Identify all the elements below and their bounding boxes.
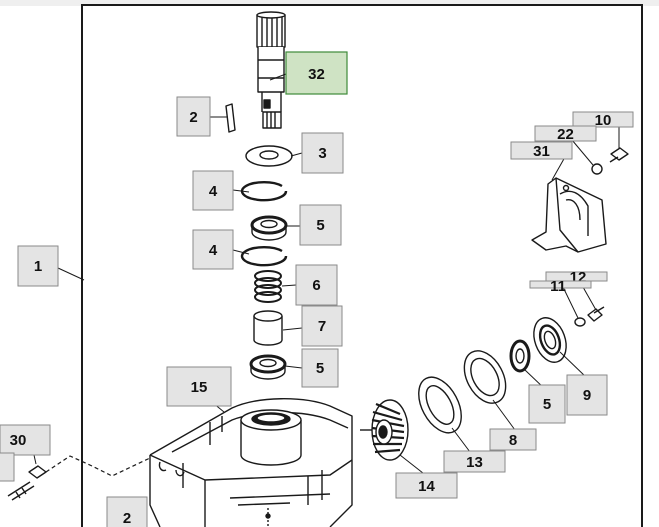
key-part — [225, 103, 236, 133]
callout-5-upper-label: 5 — [316, 217, 324, 234]
callout-2-bottom-label: 2 — [123, 510, 131, 527]
callout-8[interactable]: 8 — [489, 428, 537, 451]
callout-30-label: 30 — [10, 432, 27, 449]
callout-13[interactable]: 13 — [443, 450, 506, 473]
callout-30[interactable]: 30 — [0, 424, 51, 456]
washer-part — [245, 145, 293, 167]
shim-part — [463, 350, 507, 404]
snap-ring-lower — [240, 246, 288, 267]
callout-22[interactable]: 22 — [534, 125, 597, 143]
parts-drawing — [7, 11, 629, 527]
callout-2-label: 2 — [189, 109, 197, 126]
callout-9-label: 9 — [583, 387, 591, 404]
callout-3[interactable]: 3 — [301, 132, 344, 174]
callout-5-right[interactable]: 5 — [528, 384, 566, 424]
callout-10-label: 10 — [595, 112, 612, 129]
callout-7-label: 7 — [318, 318, 326, 335]
cap-part — [533, 317, 567, 363]
gear-housing — [149, 398, 353, 527]
callout-32[interactable]: 32 — [285, 51, 348, 95]
leader-lines — [33, 73, 620, 478]
callout-31-label: 31 — [533, 143, 550, 160]
callout-3-label: 3 — [318, 145, 326, 162]
callout-1[interactable]: 1 — [17, 245, 59, 287]
callout-5-right-label: 5 — [543, 396, 551, 413]
bevel-gear — [360, 399, 409, 461]
callout-11-label: 11 — [550, 278, 566, 295]
callout-1-label: 1 — [34, 258, 42, 275]
spacer-part — [253, 310, 283, 346]
callout-4-lower-label: 4 — [209, 242, 218, 259]
callout-15-label: 15 — [191, 379, 208, 396]
callout-31[interactable]: 31 — [510, 141, 573, 160]
top-strip — [0, 0, 659, 6]
callout-2-bottom[interactable]: 2 — [106, 496, 148, 527]
spring-part — [254, 270, 282, 303]
assembly-dashed-line — [45, 455, 151, 477]
assembly-frame — [81, 4, 643, 527]
callout-5-middle[interactable]: 5 — [301, 348, 339, 388]
callout-7[interactable]: 7 — [301, 305, 343, 347]
callout-9[interactable]: 9 — [566, 374, 608, 416]
callout-4-upper-label: 4 — [209, 183, 218, 200]
shaft-part — [256, 11, 286, 129]
callout-4-upper[interactable]: 4 — [192, 170, 234, 211]
callout-6-label: 6 — [312, 277, 320, 294]
callout-14[interactable]: 14 — [395, 472, 458, 499]
bolt-small — [587, 306, 605, 322]
callout-8-label: 8 — [509, 432, 517, 449]
callout-32-label: 32 — [308, 66, 325, 83]
callout-4-lower[interactable]: 4 — [192, 229, 234, 270]
bearing-middle — [249, 354, 287, 380]
bolt-10 — [609, 147, 629, 163]
callout-2[interactable]: 2 — [176, 96, 211, 137]
callout-10[interactable]: 10 — [572, 111, 634, 129]
gasket-part — [418, 376, 462, 434]
callout-partial-left — [0, 452, 15, 482]
callout-11[interactable]: 11 — [529, 278, 592, 295]
callout-13-label: 13 — [466, 454, 483, 471]
callout-15[interactable]: 15 — [166, 366, 232, 407]
callout-5-middle-label: 5 — [316, 360, 324, 377]
callout-22-label: 22 — [557, 126, 574, 143]
bearing-upper — [250, 215, 288, 241]
callout-labels: 32 2 3 4 5 4 1 6 — [0, 51, 634, 527]
small-washer — [574, 317, 586, 327]
shield-part — [531, 177, 607, 253]
washer-22 — [591, 163, 603, 175]
callout-6[interactable]: 6 — [295, 264, 338, 306]
callout-14-label: 14 — [418, 478, 435, 495]
bearing-right — [509, 339, 531, 373]
callout-5-upper[interactable]: 5 — [299, 204, 342, 246]
snap-ring-upper — [240, 181, 288, 202]
